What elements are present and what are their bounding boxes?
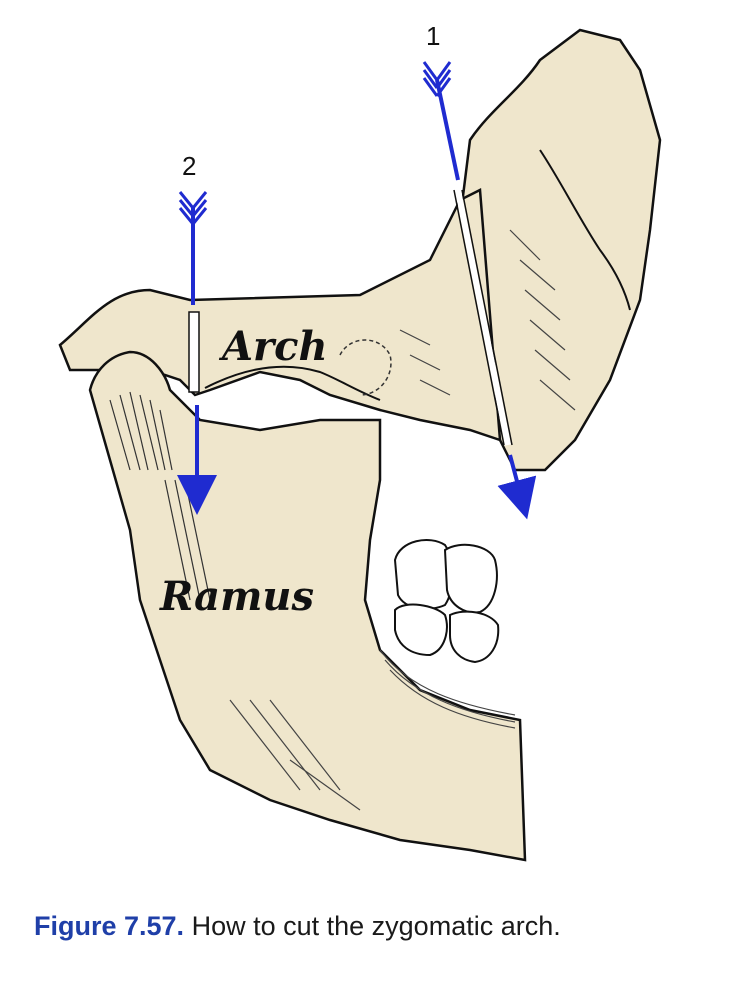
zygomatic-arch-illustration: 1 2 Arch Ramus (58, 21, 662, 862)
cut-number-1: 1 (426, 21, 440, 51)
figure-caption: Figure 7.57. How to cut the zygomatic ar… (34, 906, 724, 946)
cut-line-1 (455, 189, 511, 446)
cut-arrow-2 (177, 191, 217, 515)
maxilla-shading (399, 229, 576, 411)
condyle-shading (109, 391, 211, 601)
orbit-edge (539, 149, 631, 311)
teeth (393, 539, 500, 664)
mandible-shading (229, 649, 516, 811)
figure-number: Figure 7.57. (34, 911, 185, 941)
figure-caption-text: How to cut the zygomatic arch. (191, 911, 561, 941)
arch-label: Arch (218, 323, 328, 370)
cut-line-1-edge (453, 189, 513, 446)
zygomatic-arch (58, 188, 502, 442)
articular-tubercle-outline (339, 339, 392, 396)
cut-arrow-1 (422, 61, 537, 520)
cut-number-2: 2 (182, 151, 196, 181)
arch-underside (204, 365, 381, 401)
ramus-label: Ramus (159, 573, 314, 620)
cut-line-2 (188, 311, 200, 393)
